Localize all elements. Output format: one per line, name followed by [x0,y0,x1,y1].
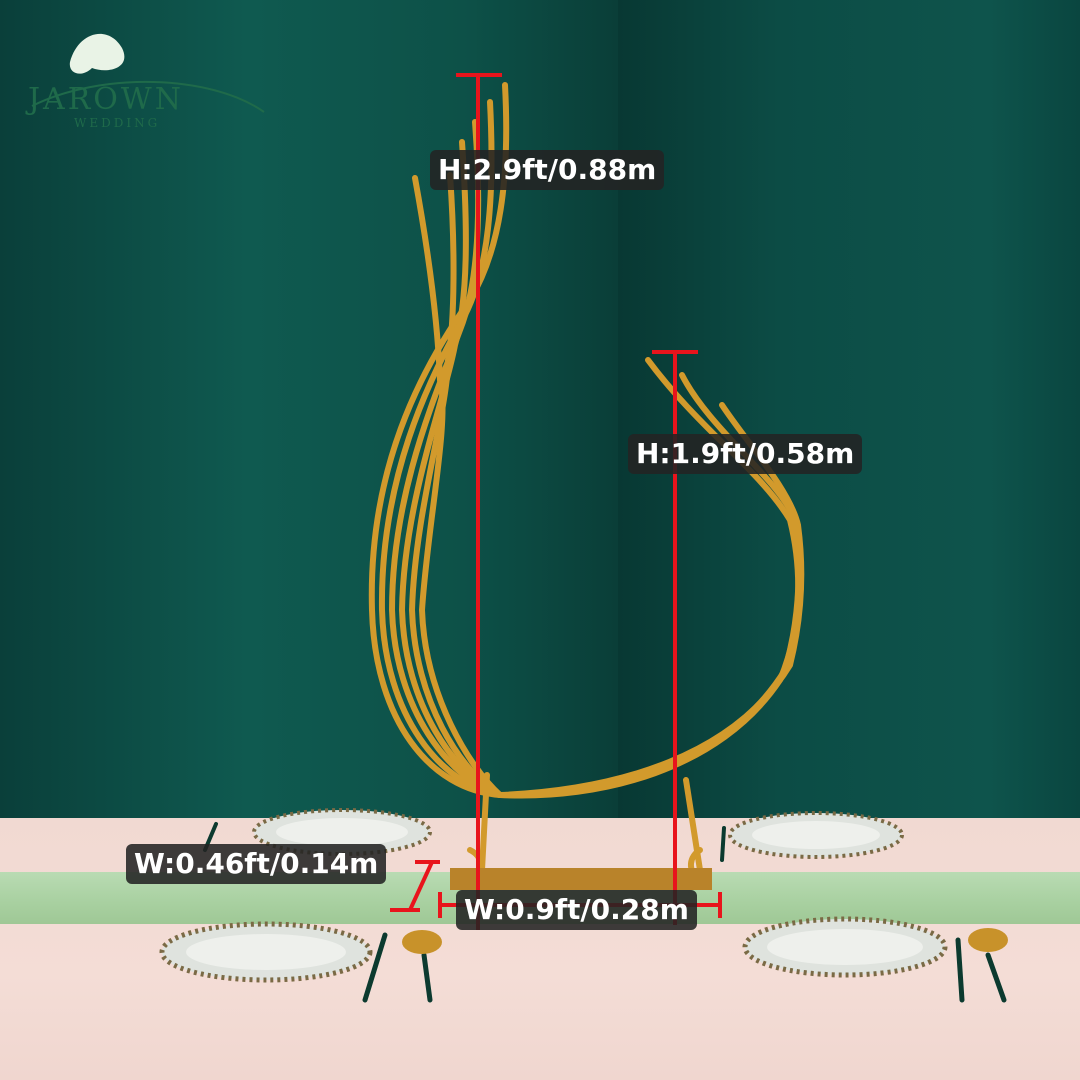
flower-icon [31,33,265,113]
logo-wordmark: JAROWN [28,82,184,117]
cutlery-front-left [362,932,433,1003]
stand-base [450,868,712,890]
tall-height-label: H:2.9ft/0.88m [430,150,665,190]
plate-back-right [728,811,904,859]
gold-stand [368,82,805,883]
brand-logo: JAROWN WEDDING [10,12,270,130]
plate-back-left [252,808,432,856]
cutlery-front-right [955,937,1007,1003]
short-height-label: H:1.9ft/0.58m [628,434,863,474]
backdrop-curtain-left [0,0,618,830]
measure-lines [390,73,722,930]
plate-front-right [742,916,948,978]
spoon-front-right [968,928,1008,952]
plate-front-left [159,921,373,983]
depth-label: W:0.46ft/0.14m [126,844,387,884]
logo-subtitle: WEDDING [74,116,161,130]
spoon-front-left [402,930,442,954]
width-label: W:0.9ft/0.28m [456,890,697,930]
